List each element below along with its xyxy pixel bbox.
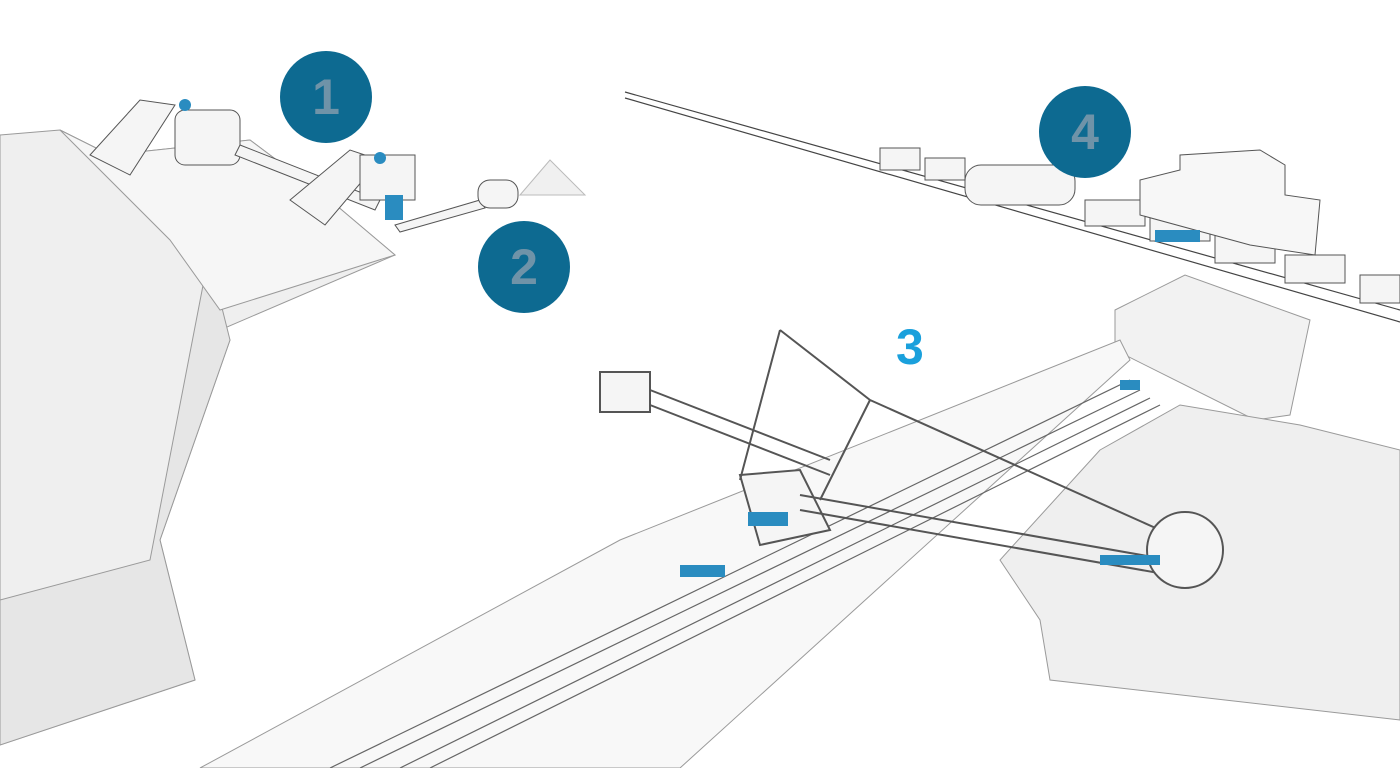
crusher-equipment (89, 99, 587, 233)
train-wagons (879, 147, 1400, 304)
motor-drives (179, 99, 1200, 577)
mid-ground (199, 339, 1131, 768)
step-marker-label: 1 (312, 69, 340, 125)
terrain (0, 129, 1400, 768)
step-marker-3[interactable]: 3 (896, 319, 924, 375)
step-marker-4[interactable]: 4 (1039, 86, 1131, 178)
step-marker-label: 2 (510, 239, 538, 295)
building (1139, 149, 1321, 256)
step-marker-label: 4 (1071, 104, 1099, 160)
step-marker-2[interactable]: 2 (478, 221, 570, 313)
left-cliff-face (0, 258, 231, 746)
right-block (1114, 274, 1311, 421)
rail-track (329, 379, 1161, 768)
step-marker-1[interactable]: 1 (280, 51, 372, 143)
bucket-wheel-excavator (599, 329, 1224, 589)
